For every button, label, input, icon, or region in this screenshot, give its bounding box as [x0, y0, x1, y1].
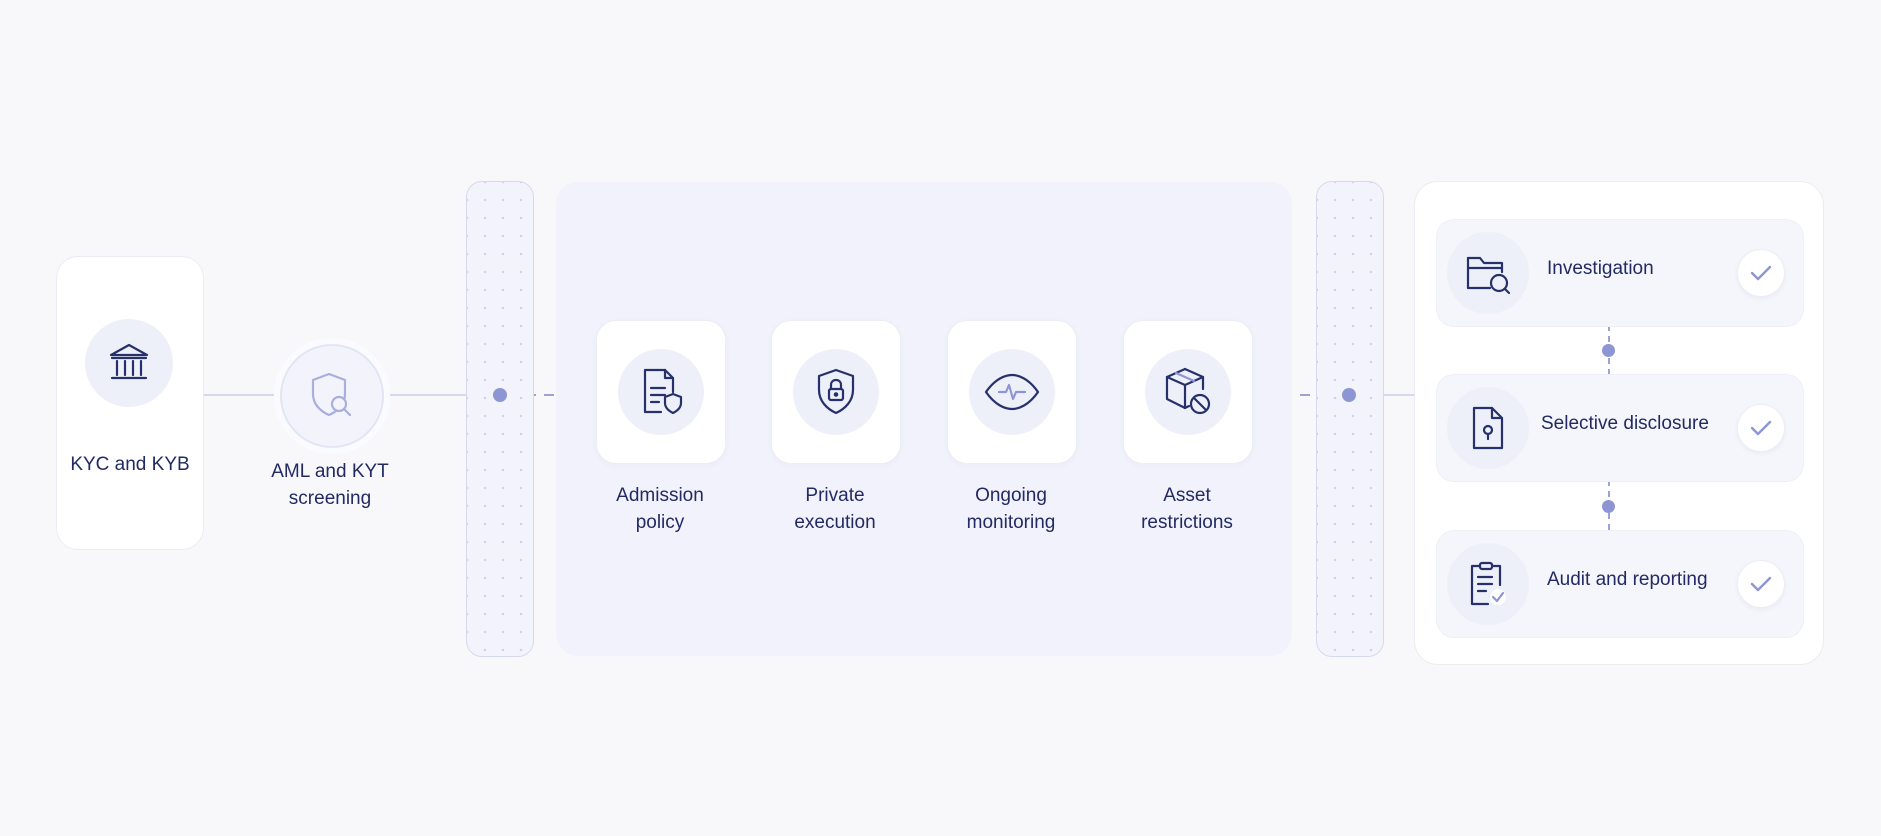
stage-icon-circle [618, 349, 704, 435]
aml-label: AML and KYT screening [271, 461, 389, 509]
stage-card-asset [1123, 320, 1253, 464]
connector-aml-gate [378, 394, 500, 396]
shield-lock-icon [817, 368, 855, 415]
stage-label-asset: Asset restrictions [1141, 485, 1233, 533]
outcome-label: Selective disclosure [1541, 413, 1709, 434]
outcome-row-disclosure: Selective disclosure [1436, 374, 1804, 482]
document-shield-icon [643, 368, 683, 415]
stage-label-private: Private execution [794, 485, 876, 533]
exit-gate [1316, 181, 1384, 657]
outcomes-node [1602, 500, 1615, 513]
outcome-check [1737, 560, 1785, 608]
outcome-check [1737, 404, 1785, 452]
document-keyhole-icon [1472, 406, 1504, 450]
checkmark-icon [1750, 265, 1772, 281]
stage-label-monitoring: Ongoing monitoring [966, 485, 1056, 533]
aml-node [280, 344, 384, 448]
outcome-icon-circle [1447, 543, 1529, 625]
kyc-label: KYC and KYB [70, 454, 190, 475]
outcome-icon-circle [1447, 232, 1529, 314]
entry-gate-node [493, 388, 507, 402]
outcomes-panel: Investigation Selective disclosure [1414, 181, 1824, 665]
stage-card-private [771, 320, 901, 464]
checkmark-icon [1750, 576, 1772, 592]
exit-gate-node [1342, 388, 1356, 402]
stage-icon-circle [969, 349, 1055, 435]
stage-label-admission: Admission policy [616, 485, 704, 533]
kyc-card: KYC and KYB [56, 256, 204, 550]
outcome-row-audit: Audit and reporting [1436, 530, 1804, 638]
connector-kyc-aml [202, 394, 284, 396]
eye-pulse-icon [984, 373, 1040, 411]
stage-card-monitoring [947, 320, 1077, 464]
outcome-label: Investigation [1547, 258, 1654, 279]
outcomes-node [1602, 344, 1615, 357]
stage-icon-circle [1145, 349, 1231, 435]
bank-icon [109, 343, 149, 380]
kyc-icon-circle [85, 319, 173, 407]
shield-search-icon [311, 372, 352, 417]
outcome-icon-circle [1447, 387, 1529, 469]
box-blocked-icon [1165, 367, 1211, 415]
clipboard-check-icon [1470, 561, 1509, 608]
outcome-row-investigation: Investigation [1436, 219, 1804, 327]
outcome-check [1737, 249, 1785, 297]
checkmark-icon [1750, 420, 1772, 436]
folder-search-icon [1466, 256, 1511, 295]
entry-gate [466, 181, 534, 657]
outcome-label: Audit and reporting [1547, 569, 1708, 590]
stage-icon-circle [793, 349, 879, 435]
stage-card-admission [596, 320, 726, 464]
